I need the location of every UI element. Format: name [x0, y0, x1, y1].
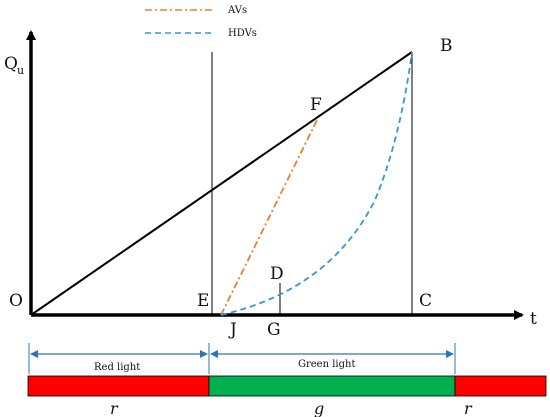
point-E-label: E	[197, 291, 209, 311]
r-label: r	[110, 399, 119, 417]
legend-hdvs-label: HDVs	[228, 28, 257, 39]
origin-label: O	[9, 291, 23, 311]
red-light-label: Red light	[94, 362, 140, 373]
legend: AVs HDVs	[145, 5, 257, 39]
point-D-label: D	[270, 264, 284, 284]
red-phase-bar	[27, 375, 210, 397]
point-B-label: B	[440, 36, 453, 56]
x-axis-label: t	[530, 309, 537, 329]
point-G-label: G	[267, 320, 281, 340]
y-axis-label: Q	[4, 54, 18, 74]
arrival-line-O-B	[30, 51, 413, 316]
y-axis-label-sub: u	[17, 64, 24, 77]
hdvs-discharge-curve	[220, 51, 413, 316]
g-label: g	[314, 399, 324, 417]
green-phase-bar	[208, 375, 456, 397]
timeline-arrows	[28, 343, 456, 374]
red-phase-bar-2	[454, 375, 547, 397]
avs-discharge-line	[220, 117, 319, 316]
point-F-label: F	[310, 95, 322, 115]
point-J-label: J	[228, 320, 237, 340]
legend-avs-label: AVs	[227, 5, 247, 16]
green-light-label: Green light	[298, 359, 355, 370]
r2-label: r	[464, 399, 473, 417]
point-C-label: C	[419, 291, 432, 311]
